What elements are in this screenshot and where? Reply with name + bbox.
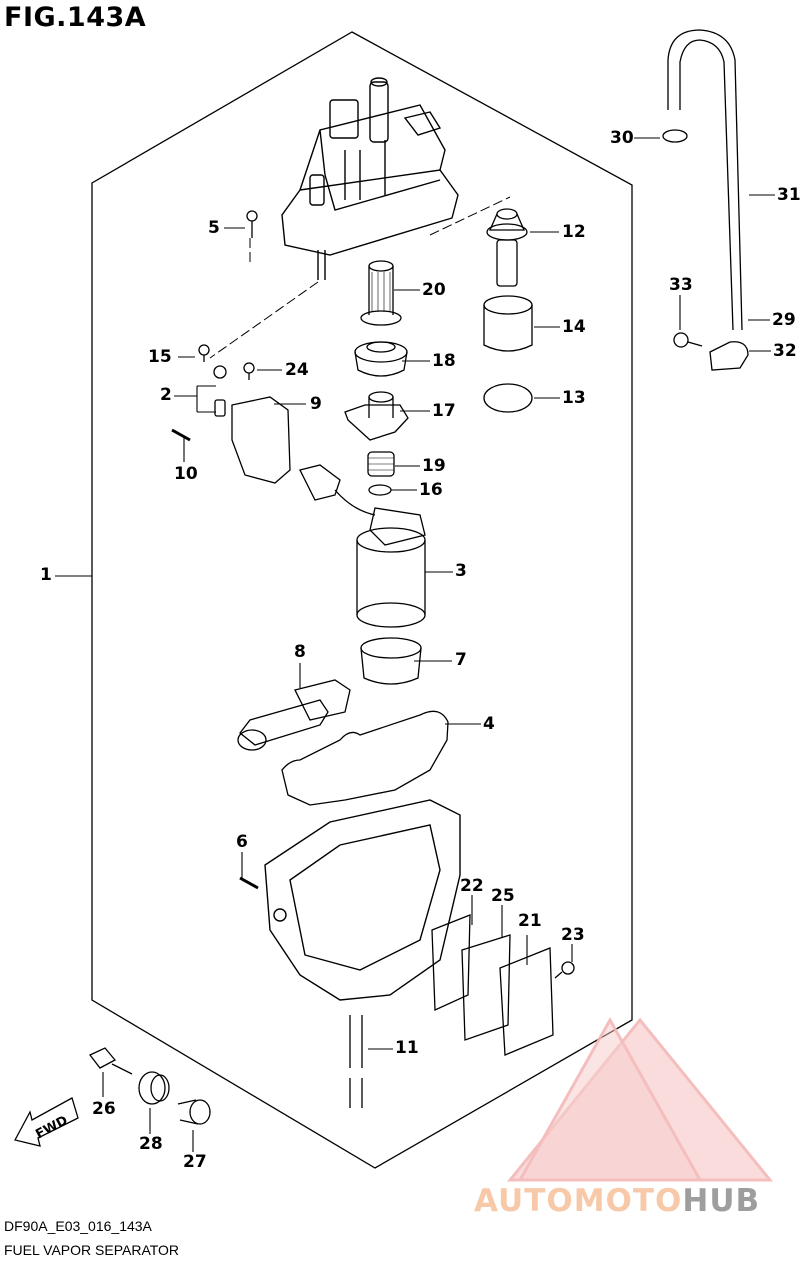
fuel-pump-3 (299, 464, 426, 628)
callout-9: 9 (310, 394, 322, 414)
callout-10: 10 (174, 464, 198, 484)
diagram-caption: FUEL VAPOR SEPARATOR (4, 1242, 180, 1258)
part-17 (344, 391, 409, 441)
part-2 (213, 365, 227, 417)
callout-29: 29 (772, 310, 796, 330)
part-19 (367, 451, 395, 477)
callout-28: 28 (139, 1134, 163, 1154)
fwd-arrow (14, 1097, 79, 1147)
cover-21 (499, 947, 554, 1056)
watermark-text: AUTOMOTOHUB (474, 1183, 760, 1219)
callout-17: 17 (432, 401, 456, 421)
clamp-30 (662, 129, 688, 143)
oring-16 (368, 484, 392, 496)
screw-23 (554, 961, 575, 979)
callout-30: 30 (610, 128, 634, 148)
callout-13: 13 (562, 388, 586, 408)
callout-11: 11 (395, 1038, 419, 1058)
grommet-28 (138, 1071, 170, 1105)
oring-13 (483, 383, 533, 413)
callout-27: 27 (183, 1152, 207, 1172)
callout-6: 6 (236, 832, 248, 852)
gasket-25 (461, 934, 511, 1041)
callout-4: 4 (483, 714, 495, 734)
callout-16: 16 (419, 480, 443, 500)
strainer-8 (237, 679, 351, 751)
callout-23: 23 (561, 925, 585, 945)
alignment-lines (209, 196, 511, 359)
part-9 (231, 396, 291, 484)
part-12 (486, 208, 528, 287)
screw-15 (198, 344, 210, 362)
callout-31: 31 (777, 185, 800, 205)
assembly-outline (91, 31, 633, 1169)
screw-5 (246, 210, 258, 238)
callout-24: 24 (285, 360, 309, 380)
part-14 (483, 295, 533, 352)
gasket-22 (431, 914, 471, 1011)
collar-27 (177, 1099, 211, 1125)
callout-19: 19 (422, 456, 446, 476)
callout-21: 21 (518, 911, 542, 931)
callout-18: 18 (432, 351, 456, 371)
callout-7: 7 (455, 650, 467, 670)
bolt-33 (673, 332, 703, 348)
callout-20: 20 (422, 280, 446, 300)
gasket-4 (281, 710, 449, 806)
figure-title: FIG.143A (4, 2, 147, 33)
leader-lines (55, 137, 775, 1152)
watermark-text-part2: HUB (682, 1183, 761, 1219)
callout-26: 26 (92, 1099, 116, 1119)
callout-25: 25 (491, 886, 515, 906)
callout-8: 8 (294, 642, 306, 662)
callout-22: 22 (460, 876, 484, 896)
watermark-text-part1: AUTOMOTO (474, 1183, 683, 1219)
top-cover (281, 77, 459, 280)
callout-33: 33 (669, 275, 693, 295)
callout-14: 14 (562, 317, 586, 337)
callout-5: 5 (208, 218, 220, 238)
filter-20 (360, 260, 402, 326)
callout-32: 32 (773, 341, 797, 361)
part-7 (360, 637, 422, 685)
watermark-logo (506, 1016, 774, 1182)
clamp-32 (709, 341, 749, 371)
callout-3: 3 (455, 561, 467, 581)
hose-11 (349, 1015, 363, 1108)
callout-12: 12 (562, 222, 586, 242)
callout-1: 1 (40, 565, 52, 585)
callout-15: 15 (148, 347, 172, 367)
hose-31 (667, 29, 743, 331)
callout-2: 2 (160, 385, 172, 405)
part-18 (354, 341, 408, 377)
screw-24 (243, 362, 255, 380)
diagram-code: DF90A_E03_016_143A (4, 1218, 152, 1234)
fwd-text: FWD (33, 1113, 70, 1142)
bolt-26 (88, 1047, 133, 1075)
separator-body (239, 799, 461, 1001)
part-10 (171, 428, 191, 442)
